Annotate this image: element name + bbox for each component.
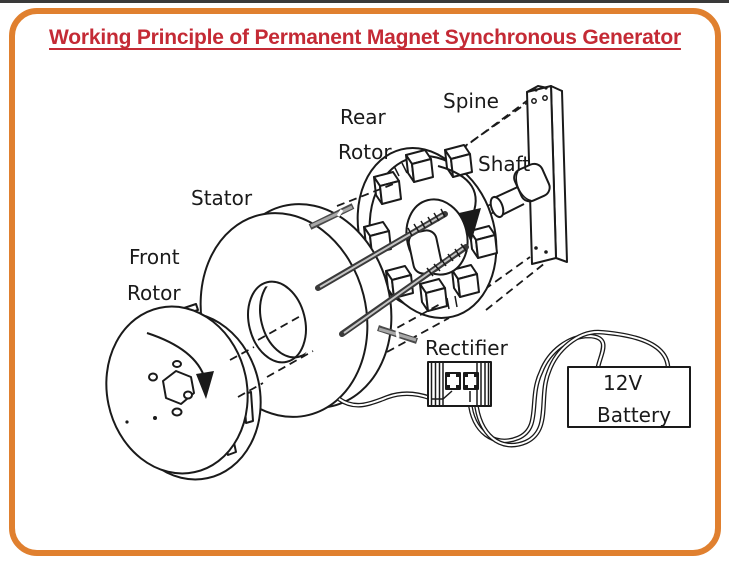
label-front-rotor-line1: Front bbox=[129, 245, 180, 269]
label-stator: Stator bbox=[191, 186, 253, 210]
label-rear-rotor-line1: Rear bbox=[340, 105, 387, 129]
labels: Rear Rotor Spine Shaft Stator Front Roto… bbox=[127, 89, 671, 427]
frame-border bbox=[9, 8, 721, 556]
rectifier-element bbox=[445, 372, 461, 390]
label-rectifier: Rectifier bbox=[425, 336, 509, 360]
rectifier-element bbox=[463, 372, 479, 390]
battery bbox=[567, 366, 691, 428]
label-shaft: Shaft bbox=[478, 152, 530, 176]
label-front-rotor-line2: Rotor bbox=[127, 281, 181, 305]
construction-dashes-mid bbox=[336, 182, 450, 353]
rectifier-box bbox=[427, 361, 492, 407]
rear-rotation-arrowhead bbox=[459, 208, 481, 243]
tie-rods-and-studs bbox=[308, 203, 469, 344]
front-rotor bbox=[105, 303, 262, 481]
wires bbox=[337, 329, 671, 448]
label-spine: Spine bbox=[443, 89, 499, 113]
shaft-collar bbox=[513, 162, 551, 203]
label-battery-line1: 12V bbox=[603, 371, 642, 395]
axis-dashes-front bbox=[229, 313, 314, 398]
stator-bore bbox=[247, 280, 307, 364]
shaft-assembly bbox=[489, 162, 551, 219]
front-rotation-arrowhead bbox=[196, 371, 214, 399]
page-title: Working Principle of Permanent Magnet Sy… bbox=[49, 26, 681, 49]
label-battery-line2: Battery bbox=[597, 403, 671, 427]
label-rear-rotor-line2: Rotor bbox=[338, 140, 392, 164]
construction-dashes-back bbox=[407, 93, 546, 311]
top-border-line bbox=[0, 0, 729, 3]
